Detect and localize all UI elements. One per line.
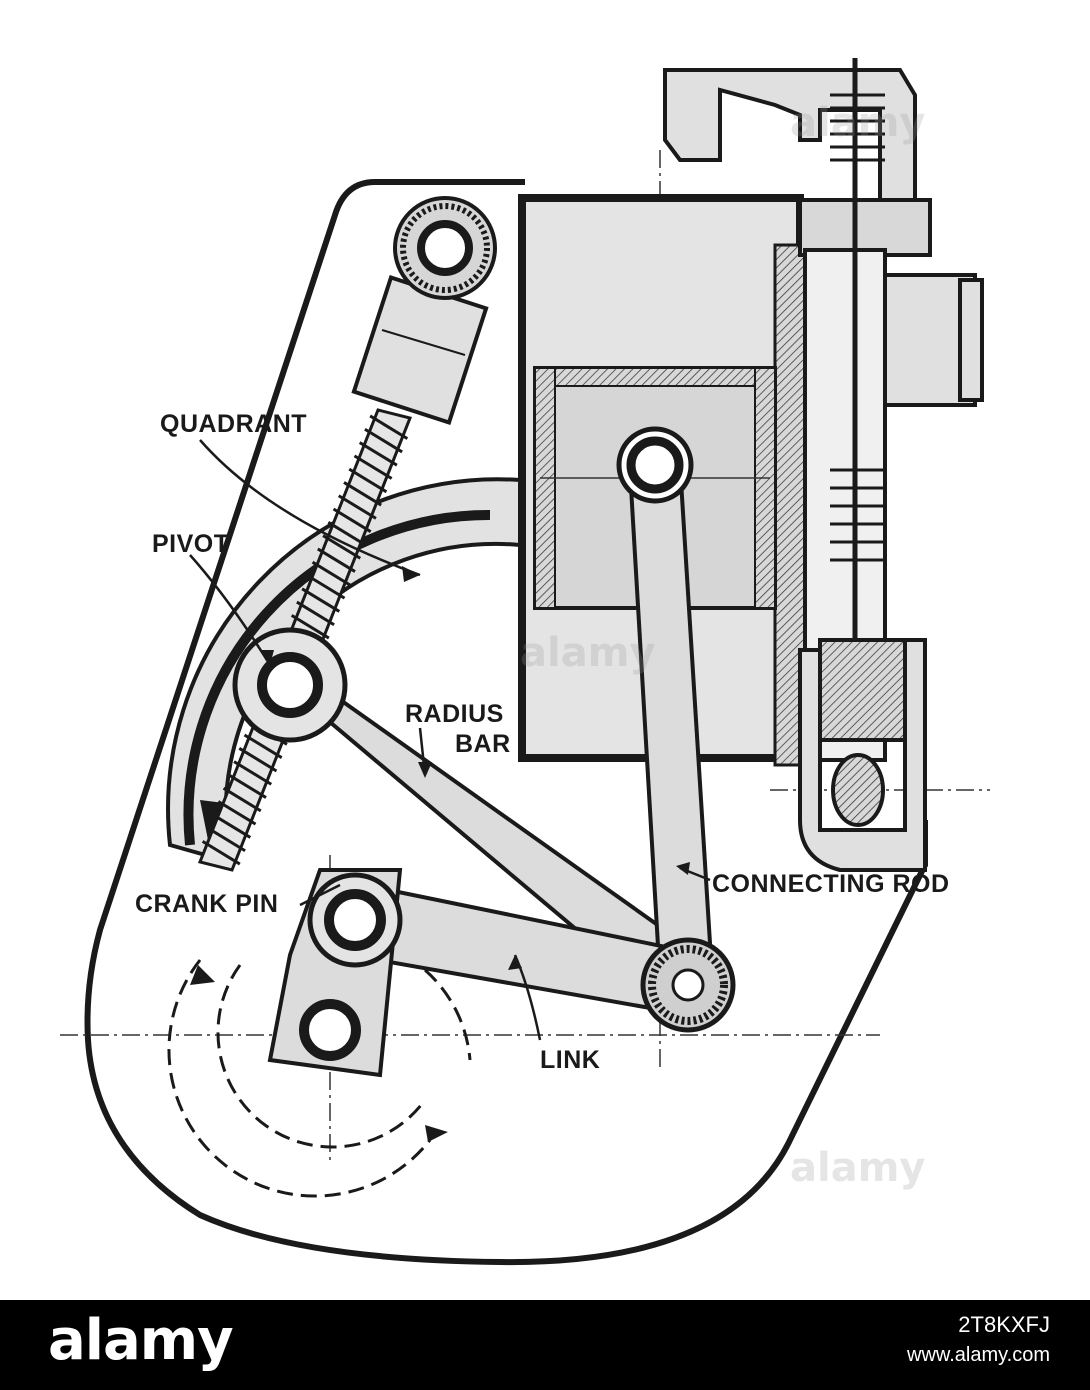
alamy-logo[interactable]: alamy	[48, 1308, 234, 1373]
screw-thread	[327, 521, 367, 547]
screw-thread	[311, 560, 351, 587]
screw-thread	[343, 481, 382, 507]
label-bar: BAR	[455, 730, 511, 758]
stock-image-info: 2T8KXFJ www.alamy.com	[907, 1312, 1050, 1367]
screw-thread	[306, 574, 346, 600]
site-url[interactable]: www.alamy.com	[907, 1344, 1050, 1366]
screw-thread	[317, 547, 356, 573]
image-id: 2T8KXFJ	[958, 1312, 1050, 1337]
screw-thread	[228, 773, 267, 799]
label-crank-pin: CRANK PIN	[135, 890, 278, 918]
watermark-bottom: alamy	[790, 1145, 926, 1191]
stock-footer-bar: alamy 2T8KXFJ www.alamy.com	[0, 1300, 1090, 1390]
label-quadrant: QUADRANT	[160, 410, 307, 438]
screw-thread	[290, 614, 330, 640]
screw-thread	[364, 427, 403, 454]
pivot-pin	[232, 627, 348, 743]
engine-mechanism-diagram: QUADRANT PIVOT RADIUS BAR CONNECTING ROD…	[60, 58, 990, 1266]
label-pivot: PIVOT	[152, 530, 230, 558]
screw-thread	[212, 813, 252, 839]
screw-thread	[301, 587, 341, 613]
rotation-arrow-icon	[190, 965, 215, 985]
label-link: LINK	[540, 1046, 600, 1074]
diagram-area: QUADRANT PIVOT RADIUS BAR CONNECTING ROD…	[60, 58, 990, 1266]
rotation-arrow-icon-2	[425, 1125, 448, 1142]
screw-thread	[207, 826, 246, 853]
valve-springs	[830, 93, 885, 562]
piston-skirt-right	[754, 367, 776, 609]
screw-thread	[243, 733, 283, 759]
screw-thread	[233, 760, 273, 786]
screw-thread	[348, 467, 388, 494]
rotation-arcs	[167, 959, 472, 1198]
screw-head	[351, 196, 497, 426]
screw-thread	[238, 747, 278, 773]
screw-thread	[337, 494, 377, 520]
screw-thread	[296, 600, 335, 627]
label-radius: RADIUS	[405, 700, 504, 728]
piston-pin	[616, 426, 694, 504]
crank-shaft	[299, 999, 361, 1061]
screw-thread	[358, 441, 398, 467]
watermark-top: alamy	[790, 100, 926, 146]
piston-skirt-left	[534, 367, 556, 609]
screw-thread	[322, 534, 362, 560]
crank-pin	[307, 872, 403, 968]
watermark-middle: alamy	[520, 630, 656, 676]
screw-thread	[217, 800, 257, 826]
crankcase-outline	[84, 179, 928, 1266]
screw-thread	[332, 507, 372, 533]
screw-thread	[353, 454, 393, 480]
screw-thread	[222, 786, 262, 813]
label-connecting-rod: CONNECTING ROD	[712, 870, 950, 898]
screw-thread	[369, 414, 409, 440]
screw-thread	[201, 840, 241, 866]
leader-arrowheads	[260, 566, 690, 970]
piston-rings	[534, 367, 776, 387]
rod-end-bearing	[640, 937, 736, 1033]
